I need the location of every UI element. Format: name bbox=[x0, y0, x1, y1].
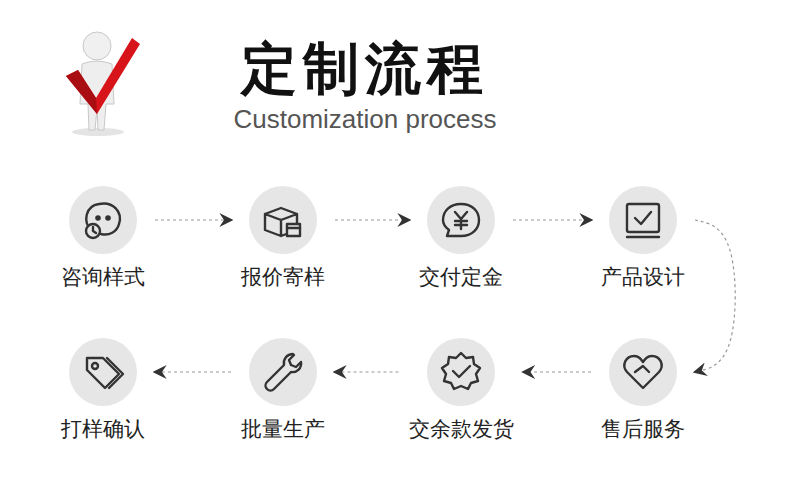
process-step: 产品设计 bbox=[599, 186, 687, 289]
flow-arrow bbox=[335, 219, 409, 220]
step-label: 咨询样式 bbox=[61, 265, 145, 289]
step-label: 交付定金 bbox=[419, 265, 503, 289]
step-label: 报价寄样 bbox=[241, 265, 325, 289]
step-icon bbox=[609, 186, 677, 254]
step-icon bbox=[427, 338, 495, 406]
process-step: 交付定金 bbox=[417, 186, 505, 289]
person-figure bbox=[66, 32, 140, 136]
process-step: 批量生产 bbox=[239, 338, 327, 441]
process-step: 打样确认 bbox=[59, 338, 147, 441]
flow-arrow bbox=[335, 371, 399, 372]
step-icon bbox=[249, 338, 317, 406]
step-icon bbox=[69, 338, 137, 406]
page-title: 定制流程 bbox=[0, 32, 730, 108]
step-label: 交余款发货 bbox=[409, 417, 514, 441]
flow-arrow bbox=[155, 219, 231, 220]
subtitle: Customization process bbox=[0, 104, 730, 135]
flow-arrow bbox=[524, 371, 592, 372]
step-icon bbox=[427, 186, 495, 254]
process-step: 报价寄样 bbox=[239, 186, 327, 289]
flow-arrow bbox=[155, 371, 231, 372]
process-step: 交余款发货 bbox=[407, 338, 516, 441]
flow-arrow bbox=[695, 220, 735, 372]
flow-arrow bbox=[513, 219, 591, 220]
step-label: 批量生产 bbox=[241, 417, 325, 441]
step-label: 产品设计 bbox=[601, 265, 685, 289]
process-step: 售后服务 bbox=[599, 338, 687, 441]
step-label: 售后服务 bbox=[601, 417, 685, 441]
step-icon bbox=[609, 338, 677, 406]
process-step: 咨询样式 bbox=[59, 186, 147, 289]
step-icon bbox=[69, 186, 137, 254]
step-label: 打样确认 bbox=[61, 417, 145, 441]
step-icon bbox=[249, 186, 317, 254]
